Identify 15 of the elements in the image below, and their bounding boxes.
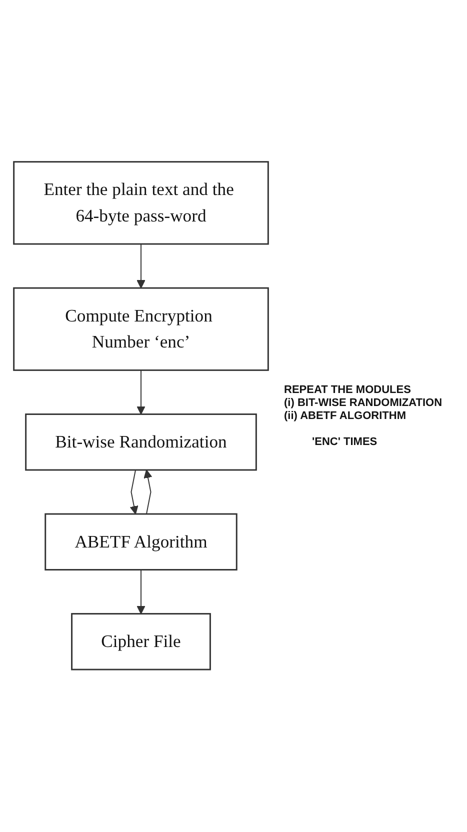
note-text: REPEAT THE MODULES <box>284 384 412 396</box>
note-text: 'ENC' TIMES <box>311 436 378 448</box>
node-box <box>44 514 238 571</box>
node-box <box>25 414 257 472</box>
arrow <box>130 470 138 515</box>
arrow <box>136 370 146 415</box>
arrow <box>144 470 152 515</box>
note-text: (ii) ABETF ALGORITHM <box>284 410 407 422</box>
node-box <box>13 288 269 372</box>
arrow <box>136 244 146 289</box>
note-text: (i) BIT-WISE RANDOMIZATION <box>284 397 444 409</box>
node-box <box>71 613 211 671</box>
arrow <box>136 570 146 614</box>
node-box <box>13 161 269 246</box>
flowchart-drawing: Enter the plain text and the 64-byte pass-word Compute Encryption Number ‘enc’ Bit-wise Randomization ABETF Algorithm Cipher File <box>6 154 276 678</box>
